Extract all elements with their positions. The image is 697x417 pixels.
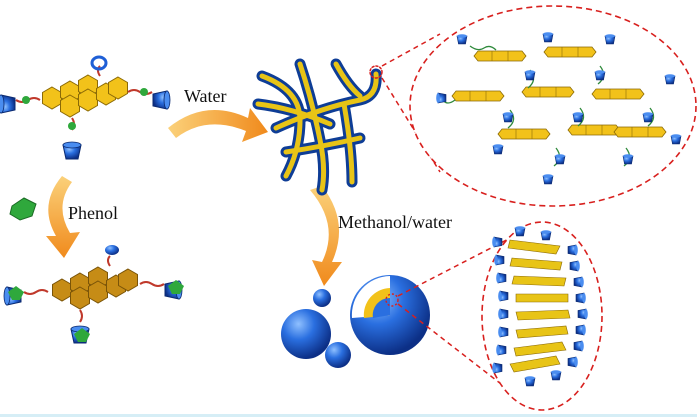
label-phenol: Phenol	[68, 203, 119, 223]
label-water: Water	[184, 86, 227, 106]
arrow-methanol	[310, 186, 342, 286]
arrow-water	[168, 108, 268, 142]
fiber-network	[252, 58, 383, 196]
vesicle-spheres	[281, 275, 430, 368]
host-guest-complex	[3, 245, 184, 344]
arrow-phenol	[46, 176, 80, 258]
zoom-sheet-ellipse	[409, 5, 697, 207]
zoom-bilayer-ellipse	[481, 221, 603, 411]
host-molecule-top	[0, 55, 171, 160]
phenol-guest-icon	[9, 197, 37, 221]
label-methanol-water: Methanol/water	[338, 212, 452, 232]
